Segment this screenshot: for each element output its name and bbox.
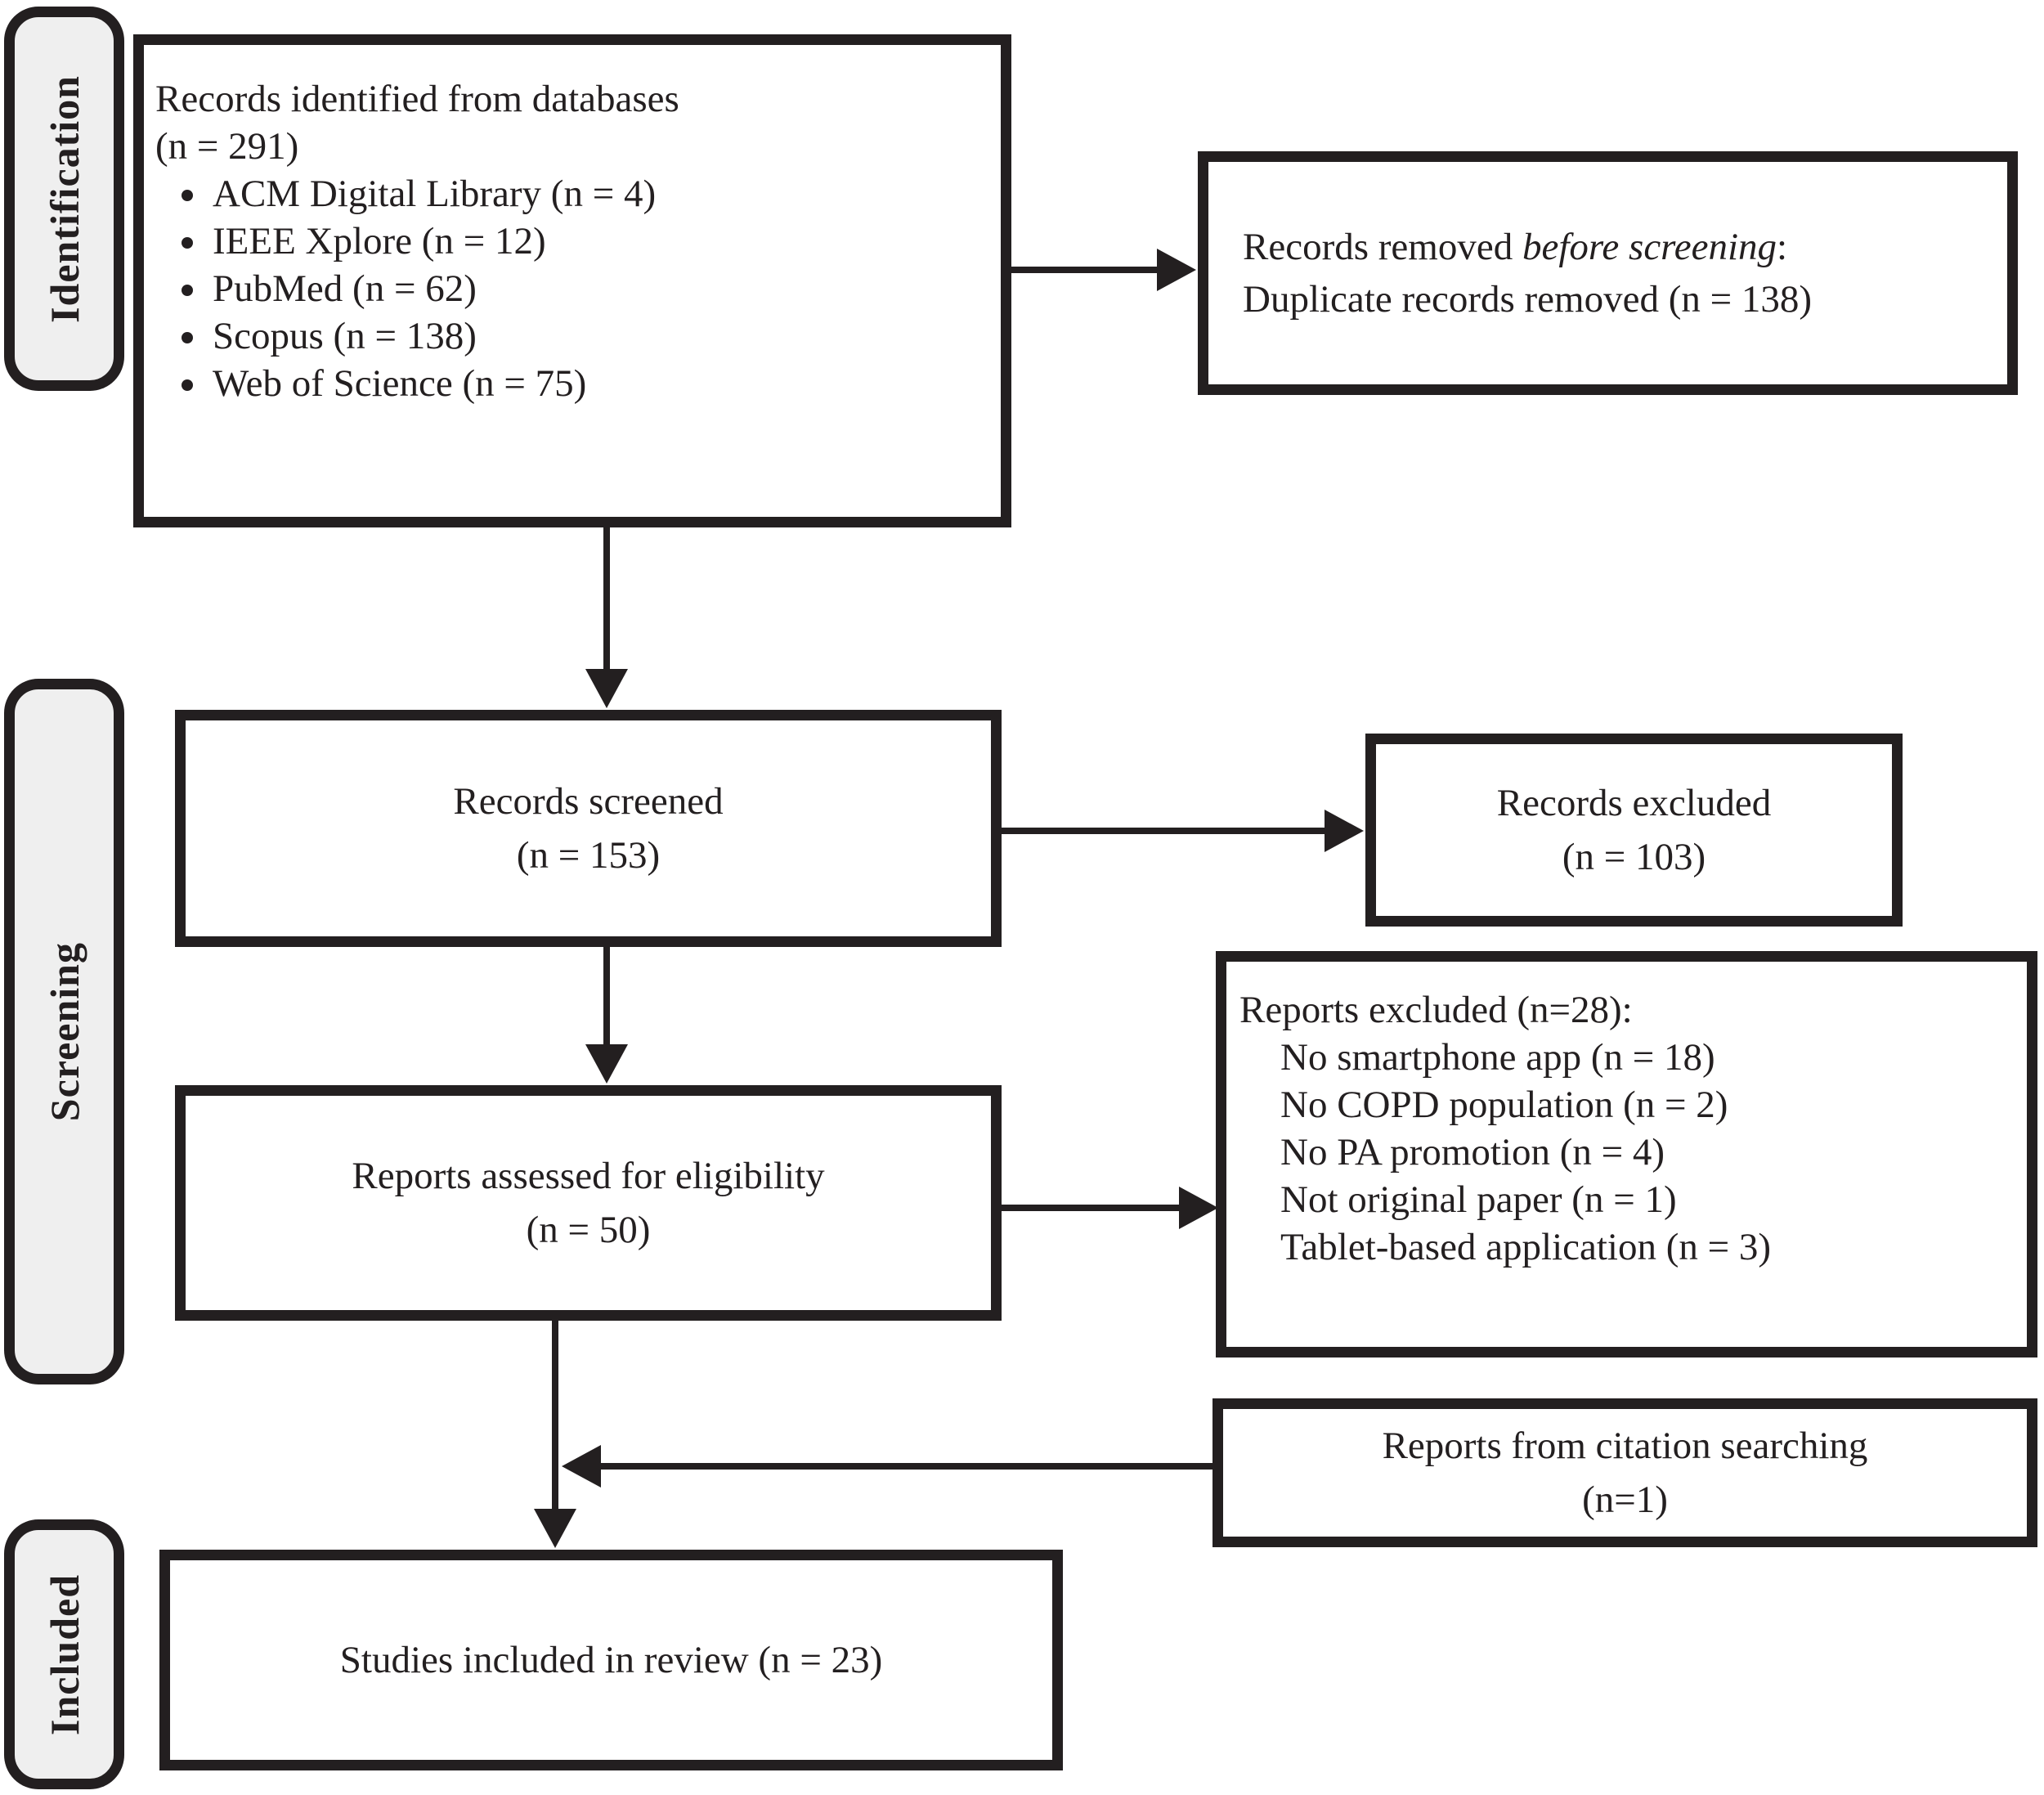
box-records-identified: Records identified from databases (n = 2… [133,34,1011,527]
arrow-assessed-to-reports-excluded-head [1179,1187,1218,1229]
records-removed-suffix: : [1777,226,1788,268]
exclusion-reason: Not original paper (n = 1) [1280,1178,1677,1221]
stage-identification: Identification [4,7,124,391]
stage-screening: Screening [4,679,124,1384]
records-identified-line1: Records identified from databases [155,78,679,120]
arrow-citation-to-included-head [562,1445,601,1488]
arrow-screened-to-assessed-head [585,1044,628,1084]
records-screened-count: (n = 153) [516,834,661,877]
studies-included-line1: Studies included in review (n = 23) [339,1639,883,1681]
reports-excluded-line1: Reports excluded (n=28): [1239,989,1633,1031]
arrow-screened-to-assessed-shaft [603,947,610,1046]
arrow-screened-to-excluded-shaft [1002,828,1326,834]
records-excluded-line1: Records excluded [1496,782,1772,824]
box-studies-included: Studies included in review (n = 23) [159,1550,1063,1770]
box-reports-assessed: Reports assessed for eligibility (n = 50… [175,1085,1002,1321]
reports-assessed-count: (n = 50) [526,1209,651,1251]
stage-included-label: Included [41,1573,87,1735]
arrow-screened-to-excluded-head [1325,810,1364,852]
records-identified-count: (n = 291) [155,125,299,168]
arrow-assessed-to-included-shaft [552,1321,558,1510]
reports-assessed-line1: Reports assessed for eligibility [352,1155,825,1197]
records-identified-database-list: ACM Digital Library (n = 4) IEEE Xplore … [155,170,993,407]
arrow-identified-to-removed-shaft [1011,267,1159,273]
records-removed-prefix: Records removed [1243,226,1522,268]
stage-identification-label: Identification [41,74,87,323]
arrow-citation-to-included-shaft [599,1463,1213,1470]
stage-included: Included [4,1519,124,1789]
records-removed-italic-phrase: before screening [1522,226,1777,268]
stage-screening-label: Screening [41,941,87,1122]
box-reports-excluded: Reports excluded (n=28): No smartphone a… [1216,951,2037,1357]
arrow-identified-to-removed-head [1157,249,1196,291]
exclusion-reason: Tablet-based application (n = 3) [1280,1226,1772,1268]
database-item: IEEE Xplore (n = 12) [209,218,993,265]
database-item: Web of Science (n = 75) [209,360,993,407]
box-records-removed: Records removed before screening: Duplic… [1198,151,2018,395]
exclusion-reason: No PA promotion (n = 4) [1280,1131,1665,1173]
box-records-excluded: Records excluded (n = 103) [1365,734,1903,927]
database-item: Scopus (n = 138) [209,312,993,360]
arrow-identified-to-screened-head [585,669,628,708]
citation-searching-line1: Reports from citation searching [1382,1425,1868,1467]
records-excluded-count: (n = 103) [1562,836,1706,878]
exclusion-reason: No smartphone app (n = 18) [1280,1036,1715,1079]
database-item: ACM Digital Library (n = 4) [209,170,993,218]
box-records-screened: Records screened (n = 153) [175,710,1002,947]
citation-searching-count: (n=1) [1582,1479,1668,1521]
database-item: PubMed (n = 62) [209,265,993,312]
arrow-assessed-to-included-head [534,1509,576,1548]
arrow-assessed-to-reports-excluded-shaft [1002,1205,1181,1211]
records-screened-line1: Records screened [453,780,724,823]
records-removed-line1: Records removed before screening: [1243,221,2007,273]
records-removed-line2: Duplicate records removed (n = 138) [1243,278,1813,321]
exclusion-reason: No COPD population (n = 2) [1280,1084,1728,1126]
box-citation-searching: Reports from citation searching (n=1) [1213,1398,2037,1547]
arrow-identified-to-screened-shaft [603,527,610,671]
